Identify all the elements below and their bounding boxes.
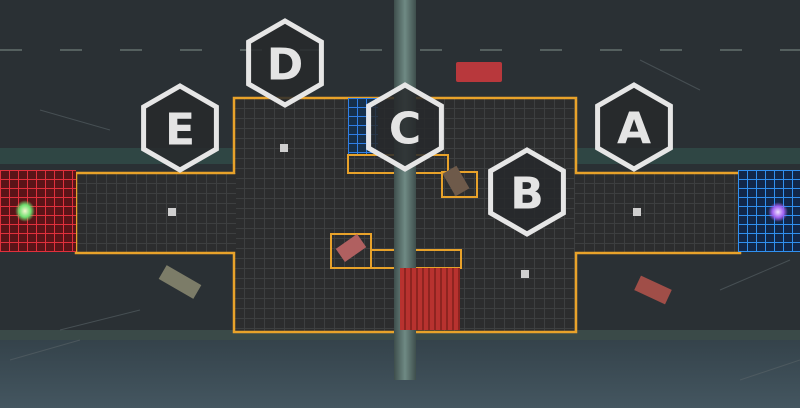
hexagon-icon <box>141 83 219 173</box>
blue-team-base <box>738 170 800 252</box>
red-team-base <box>0 170 76 252</box>
zone-marker-label: E <box>165 105 195 156</box>
zone-marker-label: B <box>510 169 544 220</box>
arena-right-corridor <box>574 173 740 253</box>
zone-marker-label: A <box>617 104 651 155</box>
pickup-item[interactable] <box>168 208 176 216</box>
hexagon-icon <box>246 18 324 108</box>
blue-team-players <box>768 202 788 222</box>
zone-marker-label: C <box>389 104 421 155</box>
hexagon-icon <box>366 82 444 172</box>
red-truck <box>456 62 502 82</box>
red-container <box>400 268 460 330</box>
zone-marker-d: D <box>246 18 324 108</box>
arena-left-corridor <box>76 173 236 253</box>
zone-marker-label: D <box>267 40 304 91</box>
pickup-item[interactable] <box>521 270 529 278</box>
pickup-item[interactable] <box>633 208 641 216</box>
hexagon-icon <box>595 82 673 172</box>
pickup-item[interactable] <box>280 144 288 152</box>
hexagon-icon <box>488 147 566 237</box>
zone-marker-e: E <box>141 83 219 173</box>
zone-marker-b: B <box>488 147 566 237</box>
zone-marker-c: C <box>366 82 444 172</box>
zone-marker-a: A <box>595 82 673 172</box>
red-team-players <box>15 200 35 222</box>
